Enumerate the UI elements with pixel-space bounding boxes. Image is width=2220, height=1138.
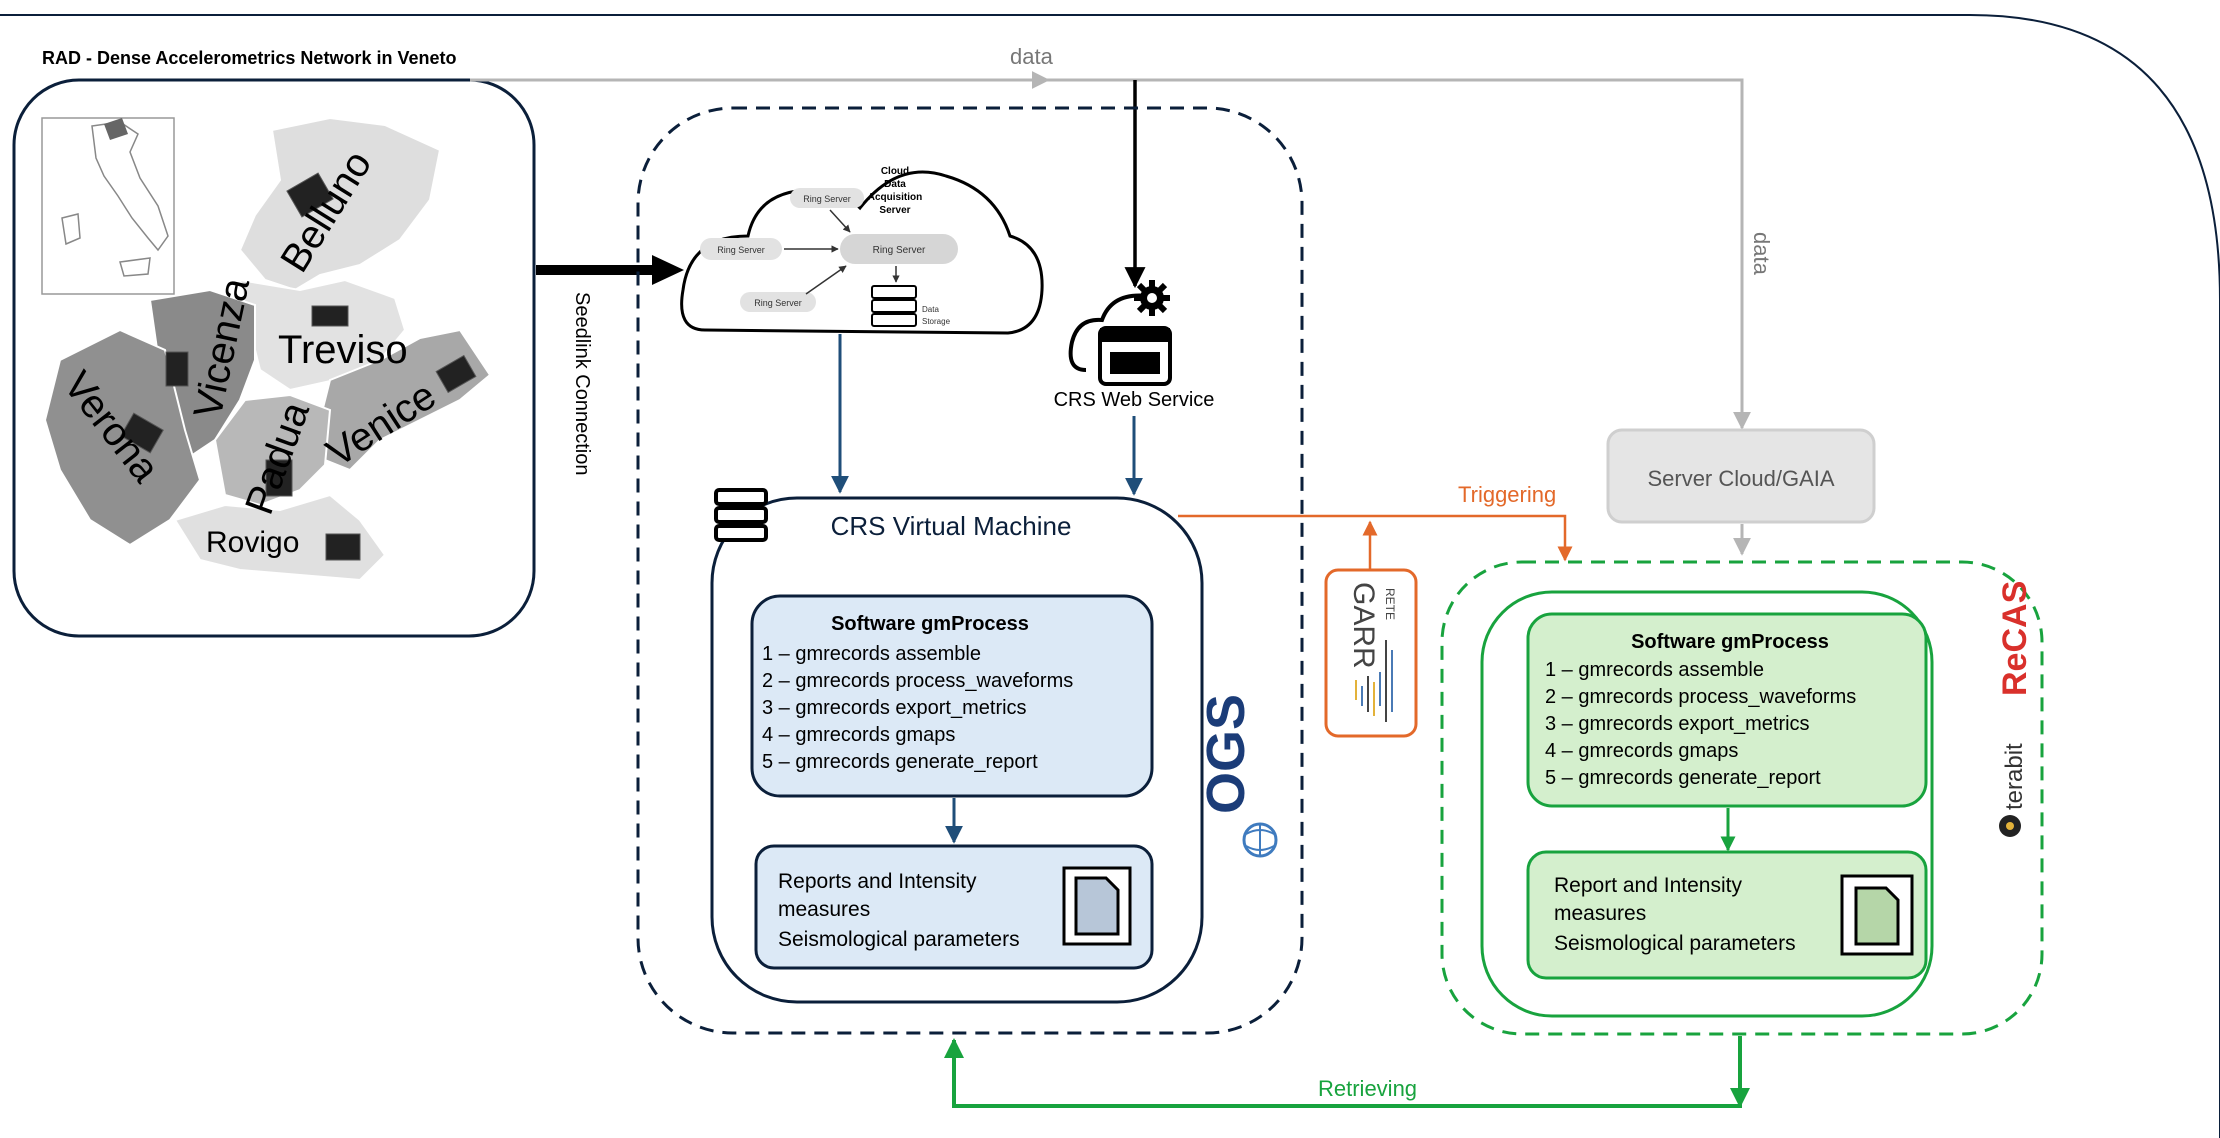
sensor-icon (165, 351, 189, 387)
ogs-step-1: 1 – gmrecords assemble (762, 643, 981, 665)
ogs-output-line-1: Reports and Intensity (778, 870, 977, 893)
ogs-software-title: Software gmProcess (831, 613, 1029, 635)
ring-server-main (840, 234, 958, 264)
retrieving-label: Retrieving (1318, 1076, 1417, 1101)
sensor-icon (311, 305, 349, 327)
padua-region (213, 393, 332, 507)
recas-output-box (1526, 850, 1928, 980)
ogs-output-box (754, 844, 1154, 970)
svg-text:Data: Data (922, 305, 939, 314)
recas-software-title: Software gmProcess (1631, 631, 1829, 653)
recas-software-box (1526, 612, 1928, 808)
recas-logo: ReCAS (1996, 581, 2034, 696)
svg-text:OGS: OGS (1196, 694, 1256, 814)
region-label-treviso: Treviso (278, 328, 408, 372)
recas-step-1: 1 – gmrecords assemble (1545, 659, 1764, 681)
ogs-output-line-3: Seismological parameters (778, 928, 1020, 951)
ogs-step-3: 3 – gmrecords export_metrics (762, 697, 1027, 719)
garr-logo-text: GARR (1347, 582, 1380, 669)
svg-text:Ring Server: Ring Server (873, 245, 926, 256)
svg-text:Ring Server: Ring Server (717, 245, 765, 255)
data-label-top: data (1010, 44, 1054, 69)
svg-text:Acquisition: Acquisition (868, 192, 922, 203)
veneto-map-panel: Belluno Treviso Vicenza Verona Venice Pa… (12, 78, 536, 638)
ring-server-b (700, 238, 782, 260)
recas-step-3: 3 – gmrecords export_metrics (1545, 713, 1810, 735)
sensor-icon (435, 354, 477, 394)
recas-container (1440, 560, 2044, 1036)
data-link-top (470, 78, 1751, 430)
svg-text:Server: Server (879, 205, 910, 216)
triggering-link (1178, 514, 1573, 562)
server-rack-icon (714, 488, 768, 542)
crs-vm-title: CRS Virtual Machine (831, 511, 1072, 541)
server-cloud-box (1606, 428, 1876, 524)
svg-text:Cloud: Cloud (881, 166, 909, 177)
italy-outline-icon (61, 121, 169, 277)
ogs-step-4: 4 – gmrecords gmaps (762, 724, 955, 746)
document-icon (1840, 874, 1914, 956)
web-service-label: CRS Web Service (1054, 389, 1215, 411)
server-cloud-label: Server Cloud/GAIA (1647, 466, 1834, 491)
recas-step-4: 4 – gmrecords gmaps (1545, 740, 1738, 762)
ogs-output-line-2: measures (778, 898, 870, 921)
recas-output-line-1: Report and Intensity (1554, 874, 1742, 897)
svg-text:Ring Server: Ring Server (754, 298, 802, 308)
garr-logo-box (1324, 568, 1418, 738)
sensor-icon (286, 172, 334, 218)
ogs-container (636, 106, 1304, 1035)
terabit-logo: terabit (2001, 743, 2028, 810)
verona-region (43, 328, 202, 547)
ogs-step-5: 5 – gmrecords generate_report (762, 751, 1038, 773)
ring-server-a (790, 188, 864, 208)
belluno-region (238, 116, 442, 292)
svg-text:Data: Data (884, 179, 906, 190)
sensor-icon (265, 459, 293, 497)
region-label-rovigo: Rovigo (206, 526, 299, 559)
recas-output-line-3: Seismological parameters (1554, 932, 1796, 955)
ogs-step-2: 2 – gmrecords process_waveforms (762, 670, 1073, 692)
svg-text:Storage: Storage (922, 317, 951, 326)
garr-logo-small: RETE (1383, 588, 1397, 620)
storage-stack-icon (871, 285, 917, 327)
sensor-icon (120, 412, 164, 454)
outer-frame (0, 14, 2220, 1138)
cloud-acquisition-server: Cloud Data Acquisition Server Ring Serve… (680, 166, 1044, 335)
recas-step-5: 5 – gmrecords generate_report (1545, 767, 1821, 789)
recas-output-line-2: measures (1554, 902, 1646, 925)
document-icon (1062, 866, 1132, 946)
web-service-icon (1068, 280, 1172, 386)
data-label-side: data (1749, 232, 1774, 276)
triggering-label: Triggering (1458, 482, 1556, 507)
garr-bars-icon (1355, 640, 1393, 722)
recas-step-2: 2 – gmrecords process_waveforms (1545, 686, 1856, 708)
ogs-logo: OGS (1196, 694, 1278, 858)
seedlink-label: Seedlink Connection (571, 292, 593, 475)
ring-server-c (740, 292, 816, 312)
ogs-software-box (750, 594, 1154, 798)
retrieving-link (944, 1036, 1742, 1108)
svg-text:Ring Server: Ring Server (803, 194, 851, 204)
sensor-icon (325, 533, 361, 561)
network-title: RAD - Dense Accelerometrics Network in V… (42, 48, 456, 68)
